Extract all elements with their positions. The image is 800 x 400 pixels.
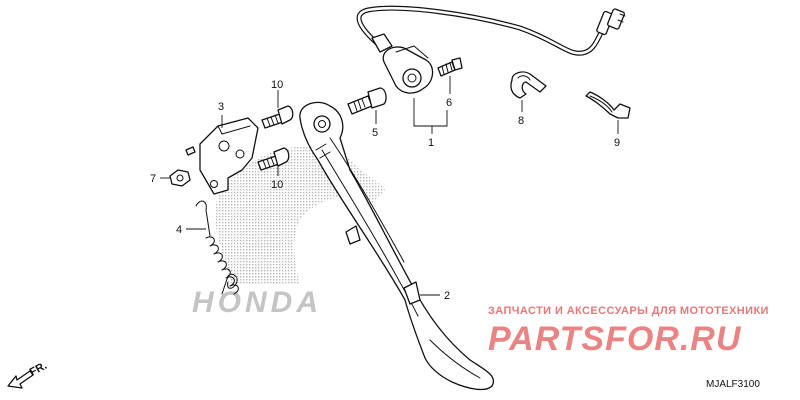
callout-label-9: 9 [614,137,620,149]
partsfor-logo-text: PARTSFOR.RU [488,320,742,358]
callout-10a: 10 [271,79,283,108]
partsfor-caption: ЗАПЧАСТИ И АКСЕССУАРЫ ДЛЯ МОТОТЕХНИКИ [488,305,769,317]
part-5-bolt [347,87,387,115]
part-10-bolt-upper [261,105,294,129]
callout-label-2: 2 [444,290,450,302]
callout-10b: 10 [271,166,283,191]
callout-4: 4 [176,224,206,236]
part-3-plate [185,117,259,195]
part-8-wire-clamp [510,71,547,99]
part-10-bolt-lower [257,147,290,171]
callout-label-5: 5 [372,127,378,139]
callout-8: 8 [518,100,524,127]
callout-5: 5 [372,110,378,139]
honda-logo-text: HONDA [192,286,322,319]
front-arrow-icon [7,370,34,389]
diagram-code: MJALF3100 [706,379,760,390]
callout-label-3: 3 [218,101,224,113]
callout-1: 1 [413,98,448,149]
part-2-side-stand [299,101,495,391]
part-1-sidestand-switch [356,5,626,94]
callout-label-6: 6 [446,97,452,109]
partsfor-logo-watermark: PARTSFOR.RU [488,320,742,358]
callout-2: 2 [420,290,450,302]
part-4-return-spring [195,200,239,295]
callout-label-7: 7 [150,173,156,185]
callout-label-4: 4 [176,224,182,236]
front-direction-indicator: FR. [7,360,49,389]
part-7-nut [169,169,191,187]
callout-label-1: 1 [428,137,434,149]
callout-9: 9 [614,120,620,149]
front-direction-label: FR. [28,360,49,379]
callout-3: 3 [218,101,224,128]
callout-label-10-lower: 10 [271,179,283,191]
callout-label-8: 8 [518,115,524,127]
callout-7: 7 [150,173,170,185]
callout-6: 6 [446,76,452,109]
part-9-cable-band [585,91,631,119]
callout-label-10-upper: 10 [271,79,283,91]
